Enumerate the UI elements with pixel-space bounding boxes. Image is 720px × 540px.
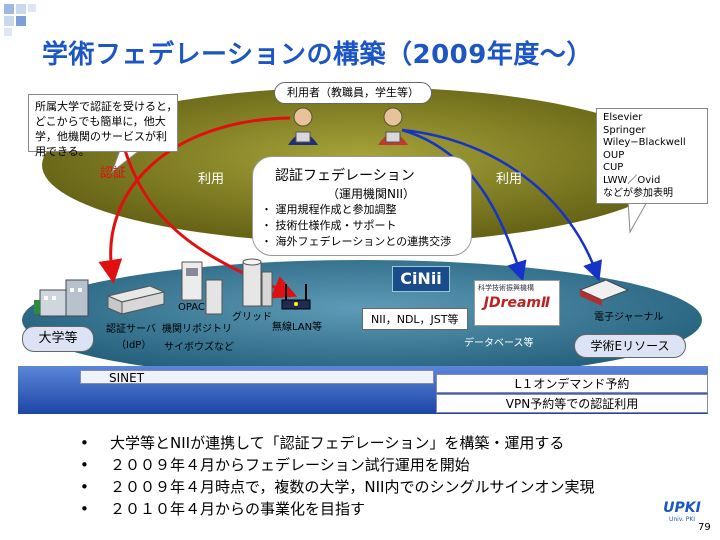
callout-line: 学，他機関のサービスが利 — [35, 130, 167, 143]
garoon-label: サイボウズなど — [164, 342, 234, 353]
bullet-item: •２００９年４月時点で，複数の大学，NII内でのシングルサインオン実現 — [80, 478, 595, 496]
federation-box: 認証フェデレーション （運用機関NII） ・ 運用規程作成と参加調整 ・ 技術仕… — [252, 156, 472, 256]
database-label: データベース等 — [464, 338, 534, 349]
jdream-logo: JDreamⅡ — [483, 295, 551, 311]
repository-icon — [205, 279, 223, 315]
jdream-box: 科学技術振興機構 JDreamⅡ — [474, 280, 560, 326]
right-callout: Elsevier Springer Wiley−Blackwell OUP CU… — [596, 108, 708, 204]
use-arrow-2 — [401, 128, 603, 282]
use-label-right: 利用 — [496, 172, 523, 187]
use-arrow — [401, 128, 527, 282]
repository-label: 機関リポジトリ — [162, 324, 232, 335]
auth-server-label: 認証サーバ — [106, 324, 156, 335]
users-label: 利用者（教職員，学生等） — [274, 82, 432, 104]
vpn-label: VPN予約等での認証利用 — [436, 394, 708, 413]
page-number: 79 — [698, 522, 711, 533]
publisher: Springer — [603, 124, 646, 136]
grid-icon — [242, 258, 273, 307]
callout-line: 用できる。 — [35, 145, 90, 158]
server-icon — [106, 285, 166, 315]
federation-item: ・ 海外フェデレーションとの連携交渉 — [261, 235, 452, 248]
ejournal-label: 電子ジャーナル — [594, 312, 664, 323]
eresource-badge: 学術Eリソース — [574, 334, 686, 358]
bullet-item: •２０１０年４月からの事業化を目指す — [80, 500, 366, 518]
auth-arrow — [98, 116, 291, 284]
wlan-label: 無線LAN等 — [272, 322, 323, 333]
page-title: 学術フェデレーションの構築（2009年度～） — [42, 40, 593, 70]
publisher: LWW／Ovid — [603, 174, 661, 186]
publisher: CUP — [603, 162, 624, 174]
user-icon — [378, 107, 408, 145]
nii-ndl-jst-label: NII，NDL，JST等 — [362, 308, 468, 330]
upki-logo: UPKI Univ. PKI — [654, 500, 710, 523]
callout-line: どこからでも簡単に，他大 — [35, 115, 166, 128]
cinii-logo: CiNii — [392, 266, 450, 292]
building-icon — [34, 279, 89, 317]
left-callout: 所属大学で認証を受けると， どこからでも簡単に，他大 学，他機関のサービスが利 … — [28, 94, 178, 158]
user-icon — [288, 107, 318, 145]
sinet-label: SINET — [80, 370, 434, 385]
bullet-item: •２００９年４月からフェデレーション試行運用を開始 — [80, 456, 470, 474]
wlan-icon — [281, 284, 311, 310]
bullet-item: •大学等とNIIが連携して「認証フェデレーション」を構築・運用する — [80, 434, 565, 452]
callout-line: 所属大学で認証を受けると， — [35, 100, 178, 113]
publisher: OUP — [603, 149, 625, 161]
opac-icon — [181, 261, 203, 301]
federation-item: ・ 技術仕様作成・サポート — [261, 219, 397, 232]
publisher: Elsevier — [603, 112, 643, 123]
use-label-left: 利用 — [198, 172, 225, 187]
idp-label: （IdP） — [116, 340, 152, 351]
upki-logo-sub: Univ. PKI — [668, 516, 696, 523]
bullet-list: •大学等とNIIが連携して「認証フェデレーション」を構築・運用する •２００９年… — [80, 432, 594, 520]
upki-logo-text: UPKI — [663, 500, 701, 516]
opac-label: OPAC — [178, 302, 205, 313]
grid-label: グリッド — [232, 312, 272, 323]
university-badge: 大学等 — [22, 326, 94, 352]
l1-ondemand-label: L１オンデマンド予約 — [436, 374, 708, 393]
federation-title: 認証フェデレーション — [275, 168, 415, 184]
publisher: Wiley−Blackwell — [603, 137, 686, 149]
federation-item: ・ 運用規程作成と参加調整 — [261, 203, 397, 216]
corner-decoration — [4, 4, 36, 36]
auth-label: 認証 — [100, 166, 127, 181]
publisher: などが参加表明 — [603, 187, 673, 199]
federation-subtitle: （運用機関NII） — [327, 187, 416, 201]
ejournal-icon — [578, 279, 630, 306]
jdream-top: 科学技術振興機構 — [478, 284, 534, 292]
